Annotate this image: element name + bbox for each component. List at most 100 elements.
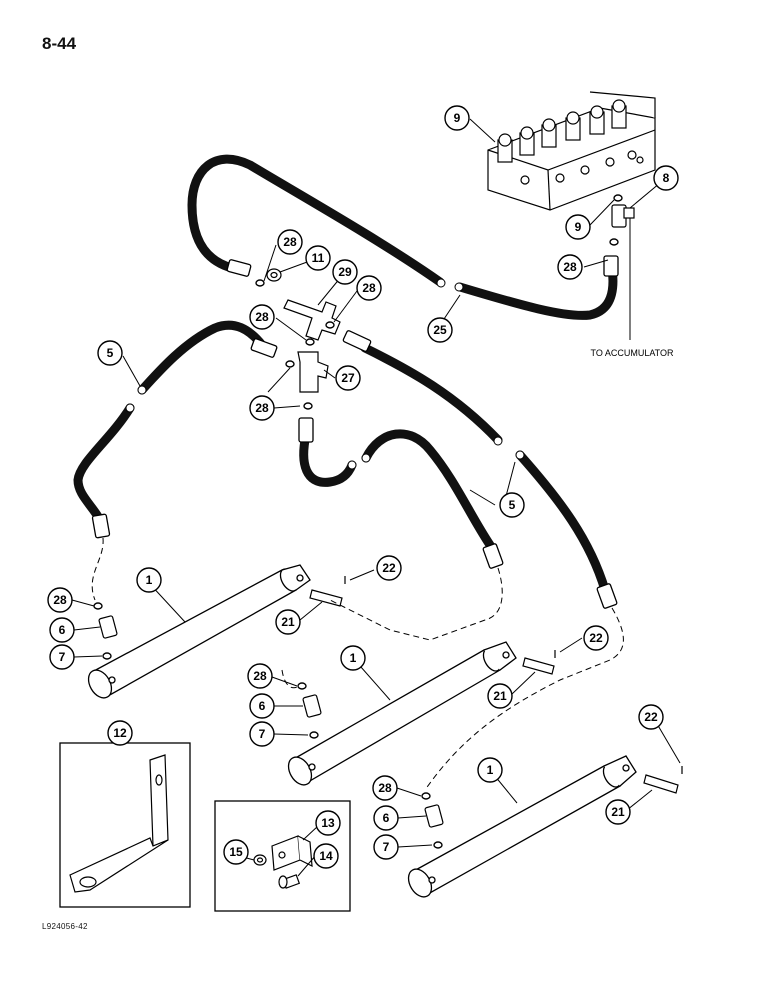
callout-7-middle: 7 (249, 721, 275, 747)
hose-upper-loop (187, 154, 445, 287)
tee-fitting-27 (297, 351, 329, 393)
dashed-connections (91, 537, 624, 791)
svg-text:27: 27 (341, 371, 355, 385)
callout-9: 9 (565, 214, 591, 240)
inset-box-bracket-13 (214, 800, 351, 912)
hose-breaks (125, 278, 525, 470)
bushing-11 (266, 268, 282, 282)
callout-1-right: 1 (477, 757, 503, 783)
callout-21-right: 21 (605, 799, 631, 825)
o-ring-28-h (421, 792, 431, 800)
callouts: 9 8 9 28 28 11 29 28 28 25 5 27 28 5 1 2… (47, 105, 679, 869)
svg-text:1: 1 (146, 573, 153, 587)
callout-12: 12 (107, 720, 133, 746)
hoses (73, 154, 618, 595)
svg-text:14: 14 (319, 849, 333, 863)
callout-22-left: 22 (376, 555, 402, 581)
svg-text:7: 7 (383, 840, 390, 854)
callout-5-left: 5 (97, 340, 123, 366)
callout-14: 14 (313, 843, 339, 869)
cylinder-right (407, 755, 637, 898)
callout-28-below-tee: 28 (249, 304, 275, 330)
callout-28-top-left: 28 (277, 229, 303, 255)
callout-13: 13 (315, 810, 341, 836)
callout-6-right: 6 (373, 805, 399, 831)
callout-28-left-tee-27: 28 (249, 395, 275, 421)
callout-28-valve: 28 (557, 254, 583, 280)
svg-text:22: 22 (382, 561, 396, 575)
svg-text:9: 9 (454, 111, 461, 125)
callout-1-left: 1 (136, 567, 162, 593)
callout-11: 11 (305, 245, 331, 271)
callout-15: 15 (223, 839, 249, 865)
svg-text:5: 5 (509, 498, 516, 512)
svg-text:25: 25 (433, 323, 447, 337)
callout-10: 9 (444, 105, 470, 131)
o-ring-7-c (433, 841, 443, 849)
hose-middle-right (360, 343, 503, 445)
svg-text:29: 29 (338, 265, 352, 279)
callout-22-right: 22 (638, 704, 664, 730)
o-ring-28-valve (609, 238, 619, 246)
svg-text:21: 21 (281, 615, 295, 629)
callout-7-left: 7 (49, 644, 75, 670)
callout-6-left: 6 (49, 617, 75, 643)
elbow-fitting-8 (611, 204, 635, 228)
callout-5-right: 5 (499, 492, 525, 518)
callout-7-right: 7 (373, 834, 399, 860)
svg-text:13: 13 (321, 816, 335, 830)
callout-28-right-of-tee: 28 (356, 275, 382, 301)
callout-6-middle: 6 (249, 693, 275, 719)
callout-22-middle: 22 (583, 625, 609, 651)
svg-text:6: 6 (383, 811, 390, 825)
svg-text:1: 1 (487, 763, 494, 777)
svg-text:1: 1 (350, 651, 357, 665)
to-accumulator-label: TO ACCUMULATOR (590, 348, 674, 358)
svg-text:22: 22 (589, 631, 603, 645)
hose-5-upper-left (137, 320, 267, 395)
svg-text:28: 28 (362, 281, 376, 295)
svg-text:28: 28 (255, 401, 269, 415)
svg-text:7: 7 (59, 650, 66, 664)
callout-21-middle: 21 (487, 683, 513, 709)
svg-text:21: 21 (493, 689, 507, 703)
hose-short-bend (299, 435, 357, 487)
o-ring-28-a (255, 279, 265, 287)
svg-text:28: 28 (283, 235, 297, 249)
o-ring-28-d (285, 360, 295, 368)
clips-22 (344, 576, 683, 774)
svg-text:5: 5 (107, 346, 114, 360)
svg-text:28: 28 (53, 593, 67, 607)
svg-text:22: 22 (644, 710, 658, 724)
o-ring-28-e (303, 402, 313, 410)
o-ring-7-a (102, 652, 112, 660)
hose-25 (455, 263, 618, 320)
svg-text:9: 9 (575, 220, 582, 234)
callout-1-middle: 1 (340, 645, 366, 671)
cylinder-middle (287, 641, 517, 786)
elbows-6 (98, 615, 444, 828)
callout-8: 8 (653, 165, 679, 191)
hose-5-right (515, 450, 610, 595)
nut-15 (253, 854, 267, 866)
bracket-13 (271, 835, 313, 871)
callout-29: 29 (332, 259, 358, 285)
bolt-14 (278, 874, 301, 889)
callout-28-cyl-right: 28 (372, 775, 398, 801)
svg-text:21: 21 (611, 805, 625, 819)
svg-text:6: 6 (259, 699, 266, 713)
svg-text:28: 28 (253, 669, 267, 683)
hose-5-center (361, 429, 495, 550)
svg-text:11: 11 (312, 251, 325, 265)
o-ring-7-b (309, 731, 319, 739)
svg-text:12: 12 (113, 726, 127, 740)
page-number: 8-44 (42, 34, 77, 53)
callout-28-cyl-middle: 28 (247, 663, 273, 689)
svg-text:15: 15 (229, 845, 243, 859)
control-valve-block (487, 91, 656, 211)
o-ring-28-g (297, 682, 307, 690)
callout-21-left: 21 (275, 609, 301, 635)
pins-21 (309, 589, 679, 794)
svg-text:28: 28 (563, 260, 577, 274)
